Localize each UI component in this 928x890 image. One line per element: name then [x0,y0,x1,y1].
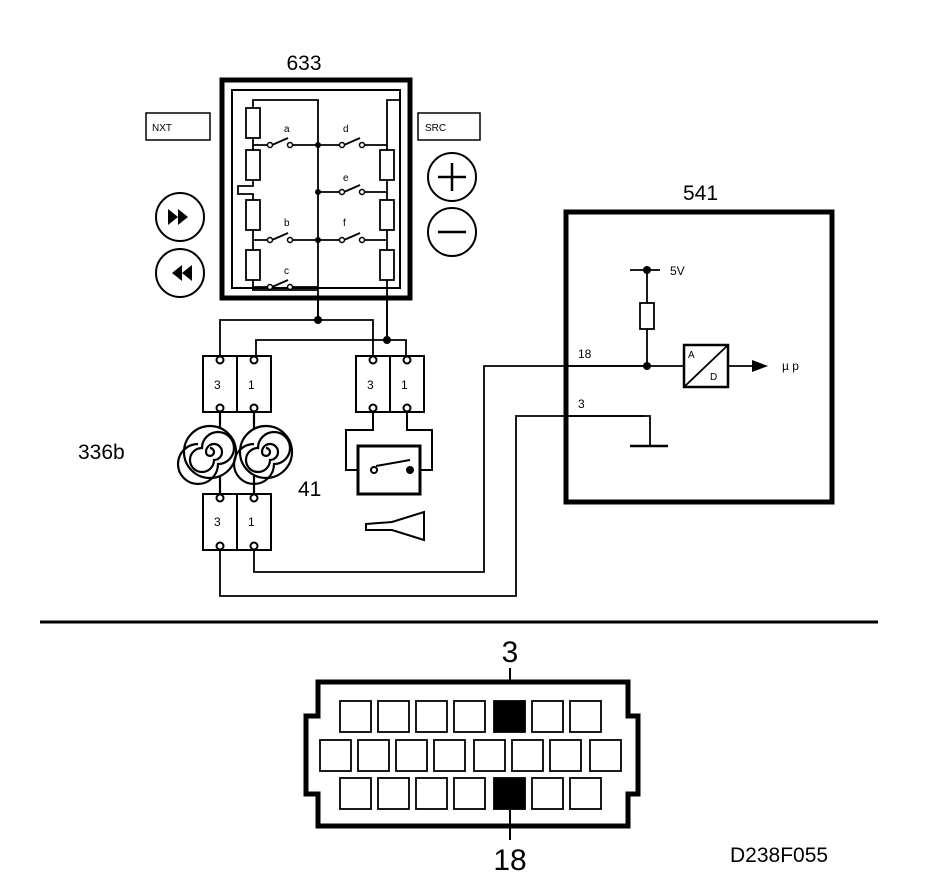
adc-output-label: D [710,372,717,383]
connector-pin-grid [319,700,622,810]
pin-left-top-3: 3 [214,378,221,392]
connector-right-top [355,355,425,413]
switch-label-d: d [343,124,349,135]
connector-pin [377,777,410,810]
connector-pin-3-callout: 3 [502,636,519,669]
switch-module-circuit [237,99,400,340]
ecu-label: 541 [683,182,718,205]
pin-right-top-3: 3 [367,378,374,392]
harness-wires [219,365,644,597]
nxt-button [145,112,211,141]
plus-icon [427,152,477,202]
connector-pin [531,777,564,810]
connector-pin [473,739,506,772]
upper-wiring [219,298,407,358]
connector-pin [549,739,582,772]
ecu-pin-18-label: 18 [578,347,592,361]
fast-forward-icon [155,192,205,242]
switch-label-a: a [284,124,290,135]
connector-pin [395,739,428,772]
nxt-button-label: NXT [152,123,172,134]
switch-module-inner [231,89,401,289]
connector-pin [319,739,352,772]
switch-contacts [266,141,366,291]
pin-left-top-1: 1 [248,378,255,392]
pin-left-bottom-3: 3 [214,515,221,529]
connector-pin-used [493,777,526,810]
switch-label-e: e [343,173,349,184]
connector-pin [453,700,486,733]
rotary-connector-label: 336b [78,441,125,464]
connector-pin [415,777,448,810]
minus-icon [427,207,477,257]
connector-pin [357,739,390,772]
horn-icon [365,510,425,542]
junction-dots [314,142,391,344]
ecu-pin-3-label: 3 [578,397,585,411]
connector-pin [377,700,410,733]
connector-pin [433,739,466,772]
connector-pin [531,700,564,733]
microprocessor-label: µ p [782,359,799,373]
horn-switch-icon [345,412,433,496]
horn-assembly-label: 41 [298,478,321,501]
pin-right-top-1: 1 [401,378,408,392]
ecu-internal-circuit [566,269,752,448]
figure-reference: D238F055 [730,844,828,867]
connector-pin [339,777,372,810]
connector-left-top [202,355,272,413]
clock-spring-icon [176,412,294,494]
connector-pin [415,700,448,733]
switch-module-outer [219,77,413,301]
switch-module-label: 633 [286,52,321,75]
src-button [417,112,481,141]
rewind-icon [155,248,205,298]
connector-pin [453,777,486,810]
connector-pin [569,777,602,810]
connector-pin-18-callout: 18 [493,844,526,877]
connector-pin [511,739,544,772]
switch-label-f: f [343,218,346,229]
pin-left-bottom-1: 1 [248,515,255,529]
connector-pin-used [493,700,526,733]
src-button-label: SRC [425,123,446,134]
connector-pin [339,700,372,733]
connector-pin [589,739,622,772]
switch-label-b: b [284,218,290,229]
ecu-box [563,209,835,505]
switch-label-c: c [284,266,289,277]
connector-pin [569,700,602,733]
supply-voltage-label: 5V [670,264,685,278]
ecu-dots [643,266,768,372]
adc-input-label: A [688,350,695,361]
